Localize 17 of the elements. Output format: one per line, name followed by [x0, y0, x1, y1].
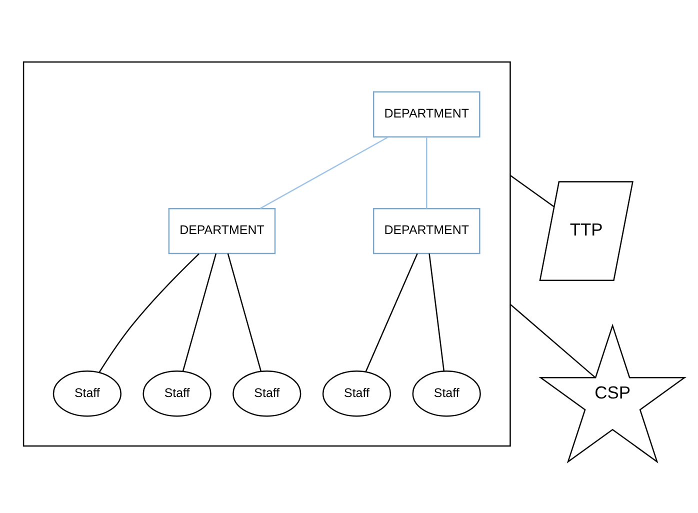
- connector: [260, 136, 388, 208]
- node-ellipse: Staff: [322, 370, 392, 416]
- connector: [428, 253, 445, 371]
- node-box: DEPARTMENT: [168, 207, 276, 254]
- cluster: [22, 60, 511, 446]
- node-ellipse: Staff: [412, 370, 481, 416]
- node-ellipse: Staff: [52, 370, 122, 416]
- node-box: DEPARTMENT: [372, 207, 480, 254]
- node-ellipse: Staff: [232, 370, 302, 416]
- connector: [365, 252, 418, 372]
- connector: [182, 252, 217, 371]
- connector: [510, 174, 554, 206]
- connector: [426, 136, 428, 208]
- connector: [227, 252, 262, 371]
- node-box: DEPARTMENT: [372, 90, 480, 137]
- node-ellipse: Staff: [142, 370, 212, 416]
- connector: [98, 252, 200, 372]
